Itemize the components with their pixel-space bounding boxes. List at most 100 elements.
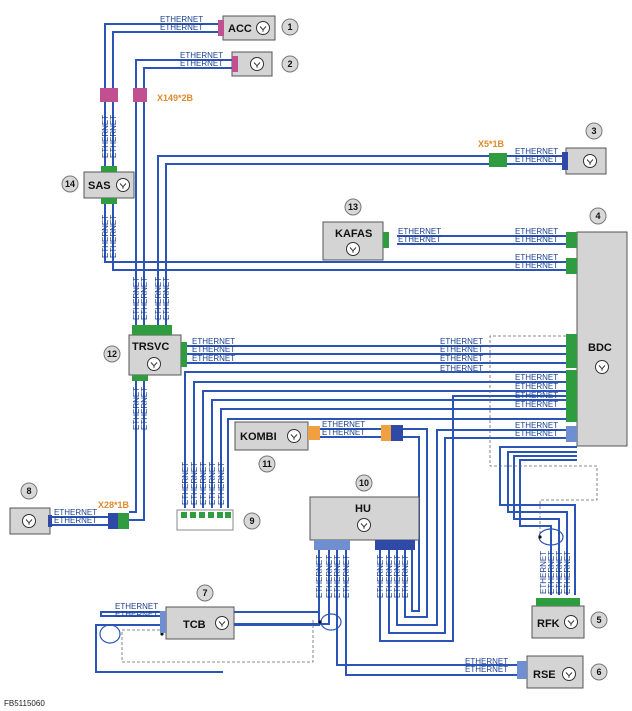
hu-label: HU	[355, 503, 371, 515]
svg-text:ETHERNET: ETHERNET	[181, 462, 190, 505]
svg-text:ETHERNET: ETHERNET	[333, 555, 342, 598]
svg-text:ETHERNET: ETHERNET	[325, 555, 334, 598]
svg-text:ETHERNET: ETHERNET	[192, 345, 235, 354]
svg-text:ETHERNET: ETHERNET	[515, 147, 558, 156]
num-1: 1	[287, 22, 292, 32]
ethernet-labels: ETHERNET ETHERNET ETHERNET ETHERNET ETHE…	[54, 15, 558, 674]
svg-text:ETHERNET: ETHERNET	[393, 555, 402, 598]
module-acc[interactable]	[222, 15, 276, 41]
num-8: 8	[26, 486, 31, 496]
svg-text:ETHERNET: ETHERNET	[465, 657, 508, 666]
svg-text:ETHERNET: ETHERNET	[322, 428, 365, 437]
module-rse[interactable]	[526, 655, 584, 689]
num-5: 5	[596, 615, 601, 625]
num-10: 10	[359, 478, 369, 488]
svg-text:ETHERNET: ETHERNET	[515, 429, 558, 438]
svg-text:ETHERNET: ETHERNET	[539, 551, 548, 594]
rse-label: RSE	[533, 669, 556, 681]
wires	[52, 23, 577, 676]
svg-text:ETHERNET: ETHERNET	[322, 420, 365, 429]
svg-text:ETHERNET: ETHERNET	[109, 215, 118, 258]
module-rfk[interactable]	[531, 605, 585, 639]
svg-text:ETHERNET: ETHERNET	[440, 364, 483, 373]
svg-text:ETHERNET: ETHERNET	[160, 23, 203, 32]
svg-text:ETHERNET: ETHERNET	[160, 15, 203, 24]
num-12: 12	[107, 349, 117, 359]
svg-text:ETHERNET: ETHERNET	[132, 387, 141, 430]
svg-text:ETHERNET: ETHERNET	[515, 391, 558, 400]
svg-text:ETHERNET: ETHERNET	[440, 354, 483, 363]
num-14: 14	[65, 179, 75, 189]
svg-text:ETHERNET: ETHERNET	[180, 59, 223, 68]
num-9: 9	[249, 516, 254, 526]
module-kafas[interactable]	[322, 221, 384, 261]
svg-text:ETHERNET: ETHERNET	[115, 610, 158, 619]
module-sas[interactable]	[83, 171, 135, 199]
svg-text:ETHERNET: ETHERNET	[109, 115, 118, 158]
ethernet-labels-vertical: ETHERNET ETHERNET ETHERNET ETHERNET ETHE…	[101, 115, 572, 598]
svg-text:ETHERNET: ETHERNET	[154, 277, 163, 320]
svg-text:ETHERNET: ETHERNET	[342, 555, 351, 598]
callout-numbers	[20, 18, 608, 681]
svg-text:ETHERNET: ETHERNET	[101, 115, 110, 158]
svg-text:ETHERNET: ETHERNET	[515, 400, 558, 409]
module-8[interactable]	[9, 507, 51, 535]
svg-text:ETHERNET: ETHERNET	[192, 337, 235, 346]
svg-text:ETHERNET: ETHERNET	[217, 462, 226, 505]
module-tcb[interactable]	[165, 606, 235, 640]
bdc-label: BDC	[588, 342, 612, 354]
module-3[interactable]	[565, 147, 607, 175]
connector-x28: X28*1B	[98, 500, 130, 510]
num-7: 7	[202, 588, 207, 598]
svg-text:ETHERNET: ETHERNET	[192, 354, 235, 363]
module-trsvc[interactable]	[128, 334, 182, 376]
kafas-label: KAFAS	[335, 228, 372, 240]
svg-text:ETHERNET: ETHERNET	[140, 277, 149, 320]
svg-text:ETHERNET: ETHERNET	[115, 602, 158, 611]
svg-text:ETHERNET: ETHERNET	[440, 345, 483, 354]
trsvc-label: TRSVC	[132, 341, 169, 353]
svg-text:ETHERNET: ETHERNET	[54, 516, 97, 525]
svg-text:ETHERNET: ETHERNET	[398, 235, 441, 244]
figure-id: FB5115060	[4, 699, 45, 708]
tcb-label: TCB	[183, 619, 206, 631]
svg-text:ETHERNET: ETHERNET	[190, 462, 199, 505]
svg-text:ETHERNET: ETHERNET	[208, 462, 217, 505]
svg-text:ETHERNET: ETHERNET	[515, 382, 558, 391]
num-11: 11	[262, 459, 272, 469]
svg-text:ETHERNET: ETHERNET	[54, 508, 97, 517]
kombi-label: KOMBI	[240, 431, 277, 443]
svg-text:ETHERNET: ETHERNET	[162, 277, 171, 320]
svg-text:ETHERNET: ETHERNET	[515, 421, 558, 430]
svg-text:ETHERNET: ETHERNET	[515, 155, 558, 164]
svg-text:ETHERNET: ETHERNET	[132, 277, 141, 320]
svg-text:ETHERNET: ETHERNET	[140, 387, 149, 430]
module-kombi[interactable]	[234, 421, 309, 451]
svg-text:ETHERNET: ETHERNET	[563, 551, 572, 594]
connector-x5: X5*1B	[478, 139, 505, 149]
num-3: 3	[591, 126, 596, 136]
module-hu[interactable]	[309, 496, 420, 541]
connector-pins	[48, 20, 580, 679]
svg-text:ETHERNET: ETHERNET	[398, 227, 441, 236]
svg-text:ETHERNET: ETHERNET	[515, 235, 558, 244]
num-13: 13	[348, 202, 358, 212]
num-4: 4	[595, 211, 600, 221]
acc-label: ACC	[228, 23, 252, 35]
svg-text:ETHERNET: ETHERNET	[401, 555, 410, 598]
svg-text:ETHERNET: ETHERNET	[180, 51, 223, 60]
svg-text:ETHERNET: ETHERNET	[440, 337, 483, 346]
svg-text:ETHERNET: ETHERNET	[315, 555, 324, 598]
svg-text:ETHERNET: ETHERNET	[515, 253, 558, 262]
svg-text:ETHERNET: ETHERNET	[199, 462, 208, 505]
num-6: 6	[596, 667, 601, 677]
rfk-label: RFK	[537, 618, 560, 630]
num-2: 2	[287, 59, 292, 69]
svg-text:ETHERNET: ETHERNET	[376, 555, 385, 598]
svg-text:ETHERNET: ETHERNET	[465, 665, 508, 674]
module-2[interactable]	[231, 51, 273, 77]
shield-lines	[121, 335, 598, 663]
module-bdc[interactable]	[576, 231, 628, 447]
